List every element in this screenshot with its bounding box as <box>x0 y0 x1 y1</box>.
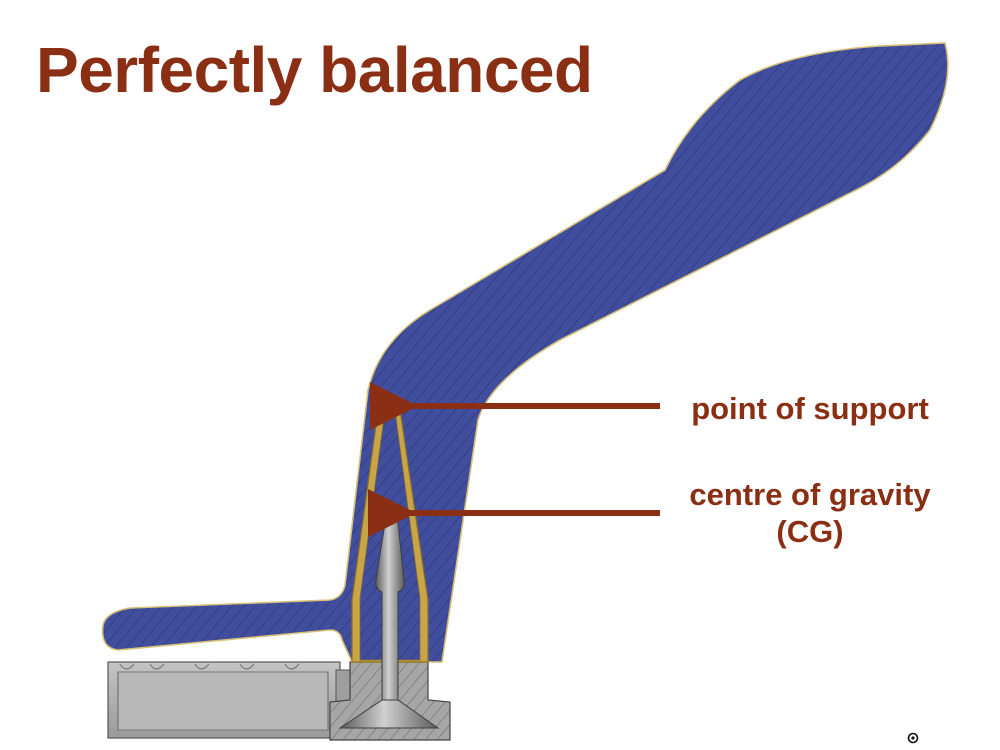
slide-indicator-icon <box>907 732 919 744</box>
main-body-section <box>101 42 949 663</box>
pin-base-cone <box>338 699 440 729</box>
slide-title: Perfectly balanced <box>36 34 593 106</box>
centre-of-gravity-label: centre of gravity (CG) <box>660 476 960 550</box>
base-housing <box>107 661 429 739</box>
point-of-support-label: point of support <box>691 391 929 426</box>
cg-label-line2: (CG) <box>776 514 844 550</box>
cg-marker-icon <box>379 505 395 521</box>
cg-label-line1: centre of gravity <box>689 477 931 512</box>
